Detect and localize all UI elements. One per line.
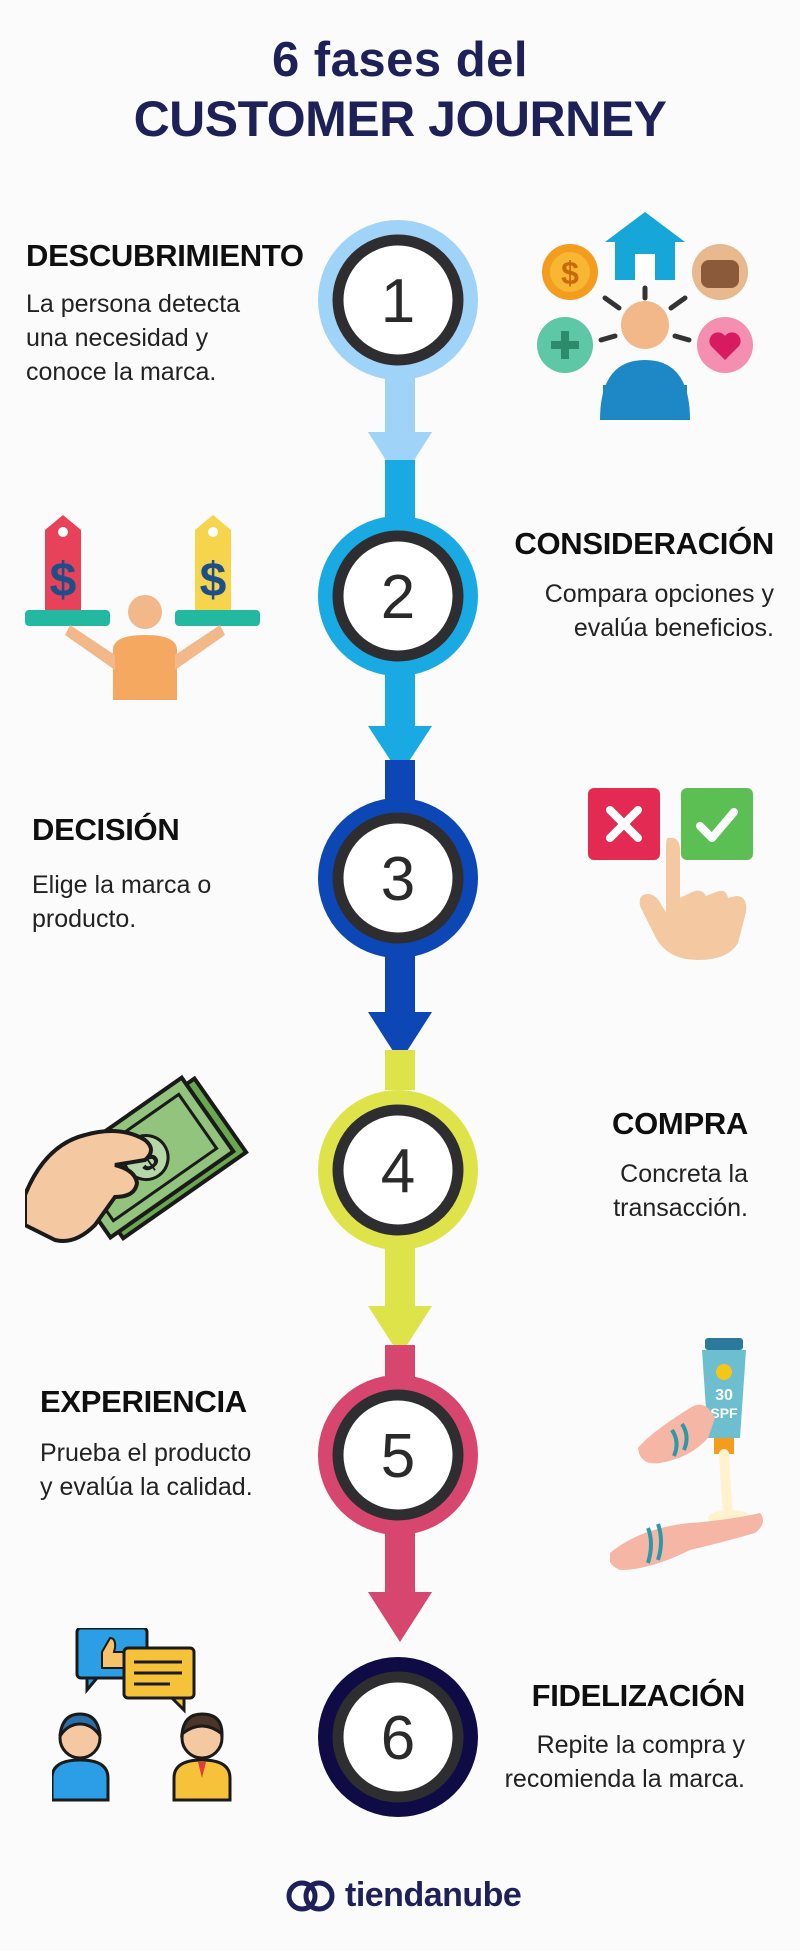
cloud-logo-icon — [286, 1880, 335, 1911]
step-1-description: La persona detecta una necesidad y conoc… — [26, 290, 241, 386]
connector-2b — [385, 760, 415, 800]
step-circle-6: 6 — [318, 1657, 478, 1817]
step-number-6: 6 — [381, 1704, 415, 1773]
svg-text:$: $ — [200, 554, 227, 607]
step-5-description: Prueba el producto y evalúa la calidad. — [40, 1439, 253, 1501]
step-number-4: 4 — [381, 1137, 415, 1206]
arrow-4 — [368, 1306, 432, 1356]
arrow-3 — [368, 1012, 432, 1062]
recommendation-icon — [52, 1628, 232, 1802]
step-number-1: 1 — [381, 267, 415, 336]
sunscreen-number: 30 — [715, 1387, 733, 1404]
step-3-title: DECISIÓN — [32, 812, 180, 847]
people-network-icon: $ — [537, 212, 753, 420]
price-balance-icon: $ $ — [25, 515, 260, 700]
step-6-description: Repite la compra y recomienda la marca. — [504, 1731, 745, 1793]
step-5-title: EXPERIENCIA — [40, 1384, 247, 1419]
step-6-title: FIDELIZACIÓN — [531, 1678, 746, 1713]
step-circle-1: 1 — [318, 220, 478, 380]
arrow-2 — [368, 726, 432, 775]
page-title-line-1: 6 fases del — [271, 33, 529, 87]
connector-2 — [385, 665, 415, 735]
page-title-line-2: CUSTOMER JOURNEY — [133, 91, 667, 147]
step-circle-2: 2 — [318, 516, 478, 676]
connector-4 — [385, 1245, 415, 1315]
arrow-5 — [368, 1592, 432, 1642]
connector-1b — [385, 460, 415, 520]
cash-payment-icon: $ — [25, 1074, 249, 1243]
arrow-1 — [368, 432, 432, 482]
step-4-title: COMPRA — [612, 1106, 748, 1141]
step-circle-3: 3 — [318, 798, 478, 958]
connector-3 — [385, 955, 415, 1015]
step-circle-4: 4 — [318, 1090, 478, 1250]
brand-name: tiendanube — [345, 1876, 522, 1914]
step-1-title: DESCUBRIMIENTO — [26, 238, 304, 273]
connector-5 — [385, 1530, 415, 1600]
step-2-description: Compara opciones y evalúa beneficios. — [544, 580, 774, 642]
step-number-5: 5 — [381, 1422, 415, 1491]
sunscreen-icon: 30 SPF — [610, 1338, 764, 1570]
choice-check-icon — [588, 788, 753, 960]
step-2-title: CONSIDERACIÓN — [514, 526, 774, 561]
brand-logo: tiendanube — [285, 1876, 522, 1915]
connector-3b — [385, 1050, 415, 1090]
svg-text:$: $ — [50, 554, 77, 607]
step-circle-5: 5 — [318, 1375, 478, 1535]
step-number-3: 3 — [381, 845, 415, 914]
svg-text:$: $ — [561, 255, 579, 291]
step-number-2: 2 — [381, 563, 415, 632]
step-4-description: Concreta la transacción. — [613, 1160, 748, 1222]
step-3-description: Elige la marca o producto. — [32, 871, 212, 933]
sunscreen-spf-label: SPF — [710, 1405, 738, 1421]
